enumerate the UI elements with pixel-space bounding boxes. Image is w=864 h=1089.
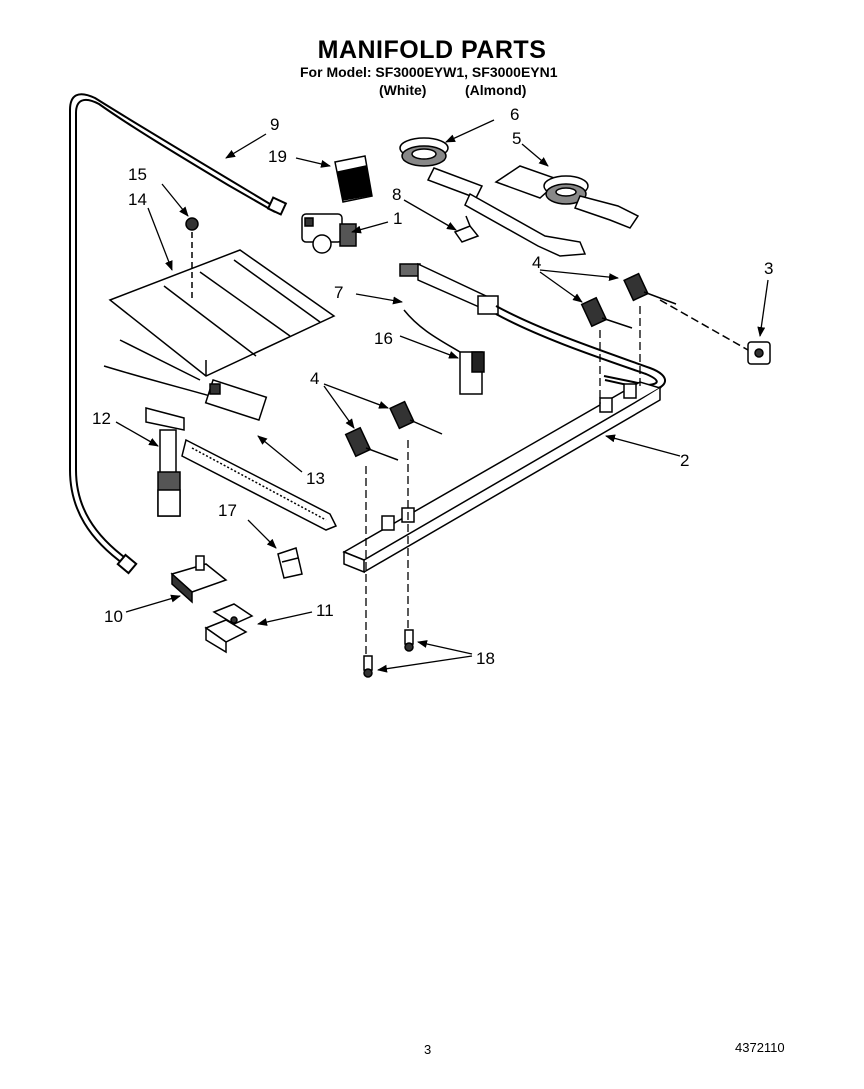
- callout-15: 15: [128, 165, 147, 184]
- part-7-tube: [399, 262, 666, 392]
- callout-4-lower: 4: [310, 369, 319, 388]
- callout-19: 19: [268, 147, 287, 166]
- color-almond: (Almond): [465, 82, 527, 98]
- callout-5: 5: [512, 129, 521, 148]
- part-19-label: [334, 155, 373, 203]
- part-9-tube: [69, 93, 288, 575]
- part-13-igniter: [103, 339, 338, 531]
- part-11-bracket: [204, 603, 254, 654]
- part-17-clip: [277, 547, 303, 579]
- callout-17: 17: [218, 501, 237, 520]
- callout-18: 18: [476, 649, 495, 668]
- part-16-switch: [403, 309, 485, 395]
- part-4-valves-upper: [580, 272, 749, 351]
- callout-9: 9: [270, 115, 279, 134]
- part-5-burner: [494, 165, 640, 229]
- part-1-valve: [301, 213, 357, 254]
- part-6-burner: [399, 137, 587, 257]
- part-2-manifold: [342, 381, 662, 574]
- document-number: 4372110: [735, 1040, 785, 1055]
- callout-16: 16: [374, 329, 393, 348]
- part-18-screws: [363, 629, 414, 678]
- page-title: MANIFOLD PARTS: [317, 36, 547, 64]
- callout-12: 12: [92, 409, 111, 428]
- callout-1: 1: [393, 209, 402, 228]
- part-3-fitting: [747, 341, 771, 365]
- part-15-nut: [185, 217, 199, 300]
- model-line: For Model: SF3000EYW1, SF3000EYN1: [300, 64, 558, 80]
- callout-2: 2: [680, 451, 689, 470]
- callout-14: 14: [128, 190, 147, 209]
- part-12-tube: [145, 407, 185, 517]
- callout-7: 7: [334, 283, 343, 302]
- callout-8: 8: [392, 185, 401, 204]
- callout-13: 13: [306, 469, 325, 488]
- part-4-valves-lower: [344, 400, 443, 461]
- leader-lines: [115, 119, 769, 673]
- color-white: (White): [379, 82, 427, 98]
- page-number: 3: [424, 1042, 432, 1057]
- callout-3: 3: [764, 259, 773, 278]
- callout-6: 6: [510, 105, 519, 124]
- part-14-plates: [108, 249, 336, 377]
- callout-labels: 9 19 1 6 5 8 7 16 15 14 12 13 2 17 10 11…: [92, 105, 773, 668]
- callout-11: 11: [316, 601, 334, 620]
- callout-4-upper: 4: [532, 253, 541, 272]
- callout-10: 10: [104, 607, 123, 626]
- part-10-block: [170, 555, 228, 604]
- part-8-bracket: [453, 215, 480, 243]
- dashed-lines: [365, 306, 641, 656]
